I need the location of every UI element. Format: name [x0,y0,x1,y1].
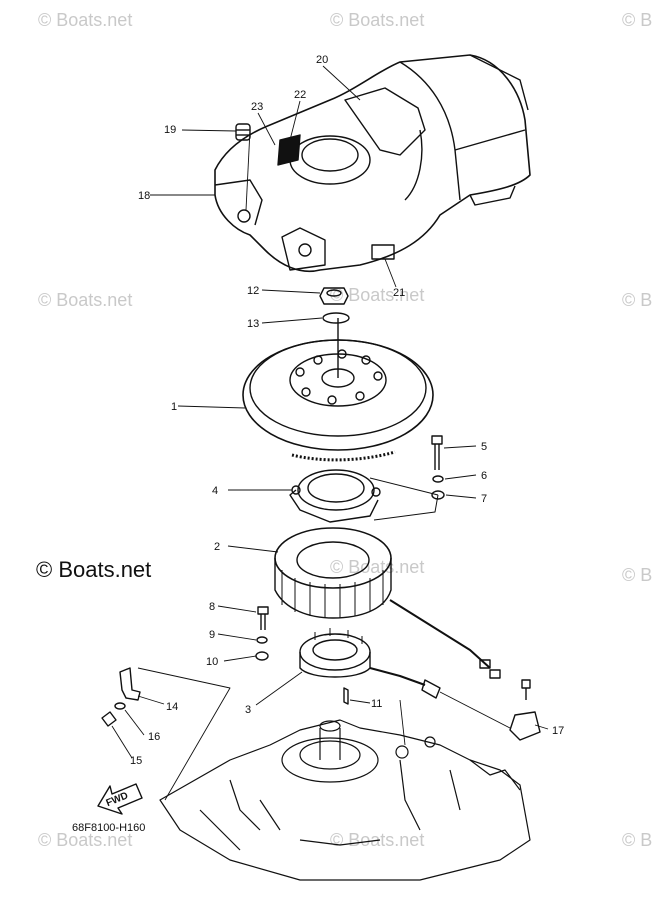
lock-washer[interactable] [432,475,444,483]
callout-20[interactable]: 20 [316,54,328,66]
callout-12[interactable]: 12 [247,285,259,297]
callout-1[interactable]: 1 [171,401,177,413]
stator-base[interactable] [289,469,439,523]
fwd-arrow-icon [97,783,143,815]
watermark-top-left: © Boats.net [38,10,133,30]
callout-11[interactable]: 11 [371,698,382,710]
callout-22[interactable]: 22 [294,89,306,101]
callout-8[interactable]: 8 [209,601,215,613]
leader-lines [111,65,549,801]
ground-bracket[interactable] [509,679,541,741]
callout-21[interactable]: 21 [393,287,405,299]
callout-6[interactable]: 6 [481,470,487,482]
callout-4[interactable]: 4 [212,485,218,497]
flywheel-cover[interactable] [214,54,531,273]
bolt[interactable] [431,435,443,470]
callout-5[interactable]: 5 [481,441,487,453]
watermark-top-center: © Boats.net [330,10,425,30]
callout-14[interactable]: 14 [166,701,178,713]
bracket-washer[interactable] [114,702,126,710]
grommet[interactable] [235,123,251,141]
callout-10[interactable]: 10 [206,656,218,668]
watermark-top-right: © B [622,10,653,30]
flywheel-nut[interactable] [319,287,349,305]
callout-18[interactable]: 18 [138,190,150,202]
flywheel[interactable] [242,318,434,462]
flat-washer[interactable] [431,490,445,500]
stator-assembly[interactable] [274,527,501,679]
bracket-screw[interactable] [101,711,117,727]
watermark-mid-right: © B [622,290,653,310]
callout-16[interactable]: 16 [148,731,160,743]
flywheel-washer[interactable] [322,312,350,324]
watermark-lower-right: © B [622,565,653,585]
pulser-bolt[interactable] [257,606,269,630]
engine-block [159,719,531,881]
callout-13[interactable]: 13 [247,318,259,330]
callout-9[interactable]: 9 [209,629,215,641]
watermark-mid-center: © Boats.net [330,285,425,305]
cable-bracket[interactable] [119,667,141,701]
watermark-main: © Boats.net [36,557,152,582]
callout-23[interactable]: 23 [251,101,263,113]
watermark-bottom-right: © B [622,830,653,850]
watermark-bottom-left: © Boats.net [38,830,133,850]
pulser-coil[interactable] [299,628,441,699]
pulser-lock-washer[interactable] [256,636,268,644]
callout-15[interactable]: 15 [130,755,142,767]
callout-3[interactable]: 3 [245,704,251,716]
watermark-mid-left: © Boats.net [38,290,133,310]
callout-17[interactable]: 17 [552,725,564,737]
callout-7[interactable]: 7 [481,493,487,505]
pulser-flat-washer[interactable] [255,651,269,661]
clip[interactable] [343,687,349,705]
callout-2[interactable]: 2 [214,541,220,553]
watermark-lower-center: © Boats.net [330,557,425,577]
fwd-label: FWD [105,790,130,809]
diagram-code: 68F8100-H160 [72,822,146,834]
callout-19[interactable]: 19 [164,124,176,136]
